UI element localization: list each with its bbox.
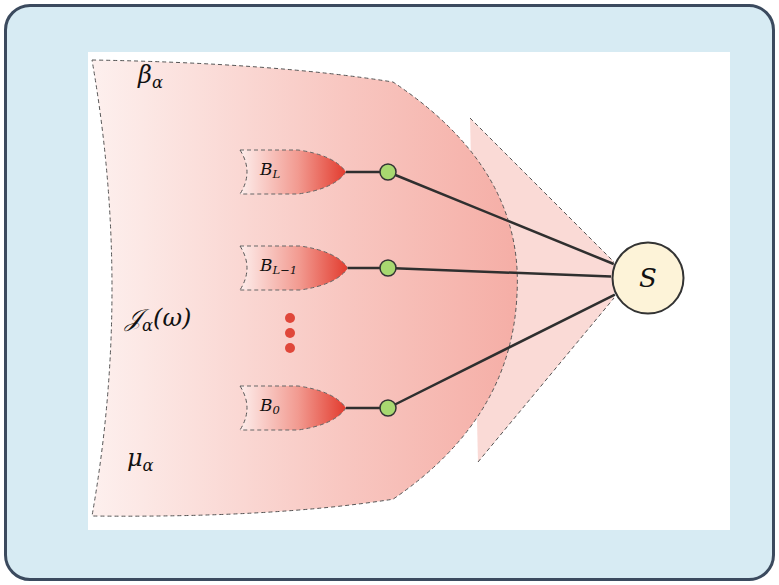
system-circle: S <box>611 241 685 315</box>
coupling-site <box>380 260 396 276</box>
math-label: BL <box>260 160 280 179</box>
math-label: B0 <box>260 396 280 415</box>
sub-bath: BL−1 <box>240 246 350 290</box>
sub-bath: B0 <box>240 386 348 430</box>
math-label: S <box>639 264 657 293</box>
bath-region: βα𝒥α(ω) μα BL BL−1B0 <box>92 58 522 520</box>
coupling-line <box>346 295 615 408</box>
math-label: BL−1 <box>260 256 297 275</box>
bath-shape <box>240 386 348 430</box>
coupling-line <box>346 172 614 264</box>
coupling-site <box>380 400 396 416</box>
sub-bath: BL <box>240 150 348 194</box>
coupling-site <box>380 164 396 180</box>
math-label: μα <box>127 445 154 471</box>
math-label: 𝒥α(ω) <box>125 305 191 331</box>
bath-shape <box>240 150 348 194</box>
math-label: βα <box>138 62 163 88</box>
